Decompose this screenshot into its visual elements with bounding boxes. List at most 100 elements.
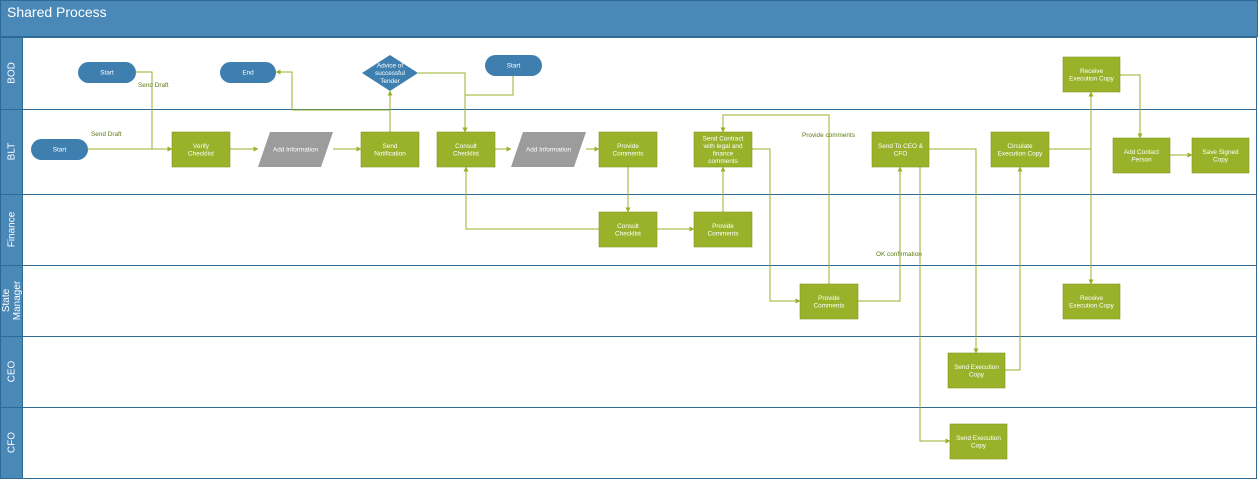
lane-ceo (0, 336, 1257, 408)
process-shape (1062, 283, 1121, 320)
data-shape (511, 132, 586, 167)
lane-label-finance: Finance (7, 211, 18, 247)
lane-label-cfo: CFO (7, 432, 18, 453)
node-label: Start (507, 63, 521, 70)
lane-cfo (0, 407, 1257, 479)
edge-label-e2: Send Draft (91, 131, 122, 138)
process-shape (360, 131, 420, 168)
node-send-ceo-cfo: Send To CEO &CFO (871, 131, 930, 168)
connector-provide-comments-state-to-send-contract (720, 114, 830, 284)
edge-label-e17: OK confirmation (876, 251, 922, 258)
connector-provide-comments-state-to-send-ceo-cfo (858, 166, 903, 302)
connector-send-ceo-cfo-to-send-exec-cfo (919, 167, 951, 444)
process-shape (1191, 137, 1250, 174)
data-shape (258, 132, 333, 167)
title-bar: Shared Process (0, 0, 1258, 26)
connector-consult-checklist-fin-to-consult-checklist-blt (463, 166, 599, 230)
lane-label-ceo: CEO (7, 360, 18, 382)
connector-start-bod-2-to-consult-checklist-blt (462, 76, 514, 133)
node-end-bod: End (220, 62, 276, 83)
node-label: Start (100, 70, 114, 77)
connector-send-notification-to-end-bod (275, 69, 391, 132)
process-shape (1062, 56, 1121, 93)
node-label: Start (53, 147, 67, 154)
process-shape (598, 131, 658, 168)
lane-label-bod: BOD (7, 62, 18, 84)
process-shape (598, 211, 658, 248)
node-label: Add Information (273, 147, 319, 154)
process-shape (436, 131, 496, 168)
lane-label-blt: BLT (7, 143, 18, 161)
lane-bod (0, 37, 1257, 110)
lane-label-state: StateManager (1, 280, 23, 320)
process-shape (693, 131, 753, 168)
process-shape (947, 352, 1006, 389)
node-start-bod-2: Start (485, 55, 542, 76)
terminator-shape (78, 62, 136, 83)
process-shape (799, 283, 859, 320)
connector-send-contract-to-provide-comments-state (752, 148, 801, 304)
process-shape (171, 131, 231, 168)
node-label: End (242, 70, 254, 77)
decision-shape (362, 55, 418, 91)
connector-receive-exec-bod-to-add-contact (1120, 74, 1143, 139)
process-shape (990, 131, 1050, 168)
node-label: Send To CEO &CFO (878, 143, 924, 158)
terminator-shape (31, 139, 88, 160)
node-label: Add Information (526, 147, 572, 154)
connector-send-exec-ceo-to-circulate-exec (1005, 166, 1023, 371)
node-start-bod: Start (78, 62, 136, 83)
lane-state (0, 265, 1257, 337)
edge-label-e1: Send Draft (138, 82, 169, 89)
node-add-info-2: Add Information (511, 132, 586, 167)
process-shape (949, 423, 1008, 460)
terminator-shape (220, 62, 276, 83)
process-shape (1112, 137, 1171, 174)
node-add-info-1: Add Information (258, 132, 333, 167)
diagram-title: Shared Process (7, 4, 107, 20)
node-start-blt: Start (31, 139, 88, 160)
terminator-shape (485, 55, 542, 76)
edge-label-e16: Provide comments (802, 132, 855, 139)
connector-send-ceo-cfo-to-send-exec-ceo (929, 148, 979, 354)
process-shape (693, 211, 753, 248)
process-shape (871, 131, 930, 168)
